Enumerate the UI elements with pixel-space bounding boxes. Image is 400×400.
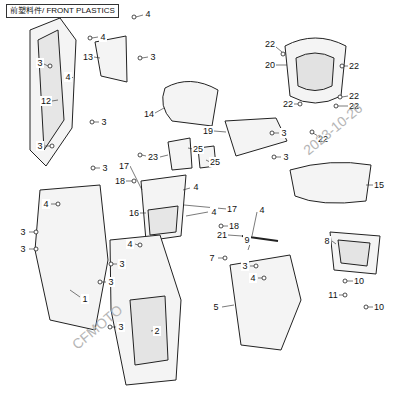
- callout-number: 17: [226, 204, 238, 214]
- callout-number: 3: [100, 117, 107, 127]
- callout-number: 11: [327, 290, 338, 300]
- callout-number: 22: [348, 91, 360, 101]
- callout-number: 4: [42, 199, 49, 209]
- callout-number: 3: [36, 58, 43, 68]
- callout-number: 3: [241, 261, 248, 271]
- callout-number: 22: [282, 99, 294, 109]
- callout-number: 16: [128, 208, 140, 218]
- callout-number: 20: [264, 60, 276, 70]
- callout-number: 3: [282, 152, 289, 162]
- callout-number: 22: [348, 61, 360, 71]
- callout-number: 3: [107, 277, 114, 287]
- callout-number: 2: [153, 326, 160, 336]
- callout-number: 3: [117, 322, 124, 332]
- callout-number: 4: [126, 239, 133, 249]
- diagram-title: 前塑料件/ FRONT PLASTICS: [6, 4, 119, 18]
- callout-number: 4: [144, 9, 151, 19]
- callout-number: 23: [147, 152, 159, 162]
- callout-number: 22: [264, 39, 276, 49]
- callout-number: 4: [258, 205, 265, 215]
- callout-number: 4: [210, 207, 217, 217]
- callout-number: 10: [373, 302, 385, 312]
- callout-number: 21: [216, 230, 228, 240]
- callout-number: 8: [323, 236, 330, 246]
- callout-number: 5: [212, 302, 219, 312]
- callout-number: 3: [36, 141, 43, 151]
- callout-number: 4: [99, 32, 106, 42]
- callout-number: 15: [373, 180, 385, 190]
- callout-number: 25: [192, 144, 204, 154]
- callout-number: 4: [64, 72, 71, 82]
- callout-number: 3: [149, 52, 156, 62]
- callout-number: 9: [243, 235, 250, 245]
- callout-number: 13: [82, 52, 94, 62]
- callout-number: 7: [208, 253, 215, 263]
- callout-number: 18: [228, 221, 240, 231]
- callout-number: 17: [118, 161, 130, 171]
- callout-number: 10: [353, 276, 365, 286]
- callout-number: 14: [143, 109, 155, 119]
- callout-number: 4: [192, 182, 199, 192]
- callout-number: 1: [81, 294, 88, 304]
- callout-number: 3: [280, 128, 287, 138]
- callout-number: 3: [101, 163, 108, 173]
- callout-number: 25: [209, 157, 221, 167]
- callout-number: 12: [40, 96, 52, 106]
- callout-number: 4: [249, 273, 256, 283]
- callout-number: 19: [202, 126, 214, 136]
- watermark: 2023-10-26: [301, 100, 366, 158]
- callout-number: 3: [118, 259, 125, 269]
- callout-number: 18: [114, 176, 126, 186]
- callout-number: 3: [19, 227, 26, 237]
- callout-number: 3: [19, 244, 26, 254]
